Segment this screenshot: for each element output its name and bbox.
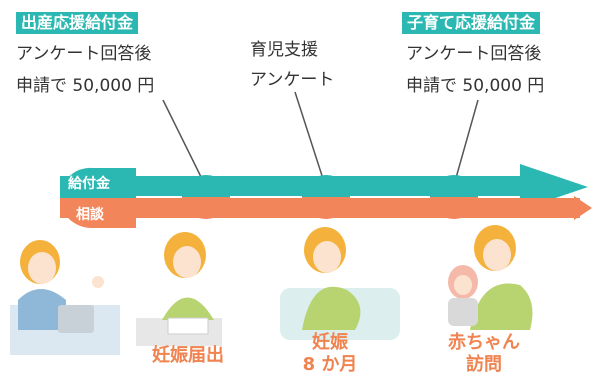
timeline-node-1 — [182, 175, 230, 219]
pointer-line-left — [162, 99, 206, 186]
birth-support-line-2: 申請で 50,000 円 — [16, 76, 155, 96]
stage-label-line: 8 か月 — [302, 354, 358, 375]
childrearing-support-benefit-title: 子育て応援給付金 — [402, 12, 541, 34]
consultation-pill-label: 相談 — [76, 207, 104, 223]
stage-label-eighth-month: 妊娠 8 か月 — [290, 332, 370, 376]
stage-label-line: 妊娠 — [312, 332, 348, 353]
timeline-node-2 — [302, 175, 350, 219]
pointer-line-middle — [294, 91, 326, 186]
counselor-illustration — [10, 240, 120, 355]
childcare-support-line-1: 育児支援 — [250, 40, 318, 60]
timeline-node-3 — [430, 175, 478, 219]
stage-label-line: 赤ちゃん — [448, 332, 520, 353]
birth-support-line-1: アンケート回答後 — [16, 44, 152, 64]
mother-with-baby-illustration — [448, 225, 533, 330]
pregnancy-notification-illustration — [136, 232, 222, 346]
pointer-line-right — [453, 99, 479, 186]
benefit-pill-label: 給付金 — [68, 176, 110, 192]
stage-label-line: 訪問 — [466, 354, 502, 375]
birth-support-benefit-title: 出産応援給付金 — [16, 12, 139, 34]
stage-label-line: 妊娠届出 — [152, 345, 224, 366]
consultation-pill — [60, 198, 136, 228]
stage-label-baby-visit: 赤ちゃん 訪問 — [436, 332, 532, 376]
pregnant-woman-illustration — [280, 227, 400, 340]
childcare-support-line-2: アンケート — [250, 70, 335, 90]
childrearing-support-line-1: アンケート回答後 — [406, 44, 542, 64]
benefit-pill — [59, 167, 137, 198]
stage-label-pregnancy-notification: 妊娠届出 — [140, 345, 236, 367]
childrearing-support-line-2: 申請で 50,000 円 — [406, 76, 545, 96]
